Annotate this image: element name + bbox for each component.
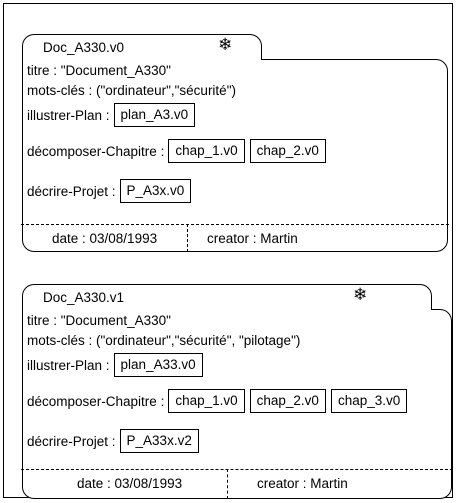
chapitre-ref: chap_1.v0	[168, 139, 245, 163]
illustrer-plan-label: illustrer-Plan :	[27, 107, 110, 123]
chapitre-ref: chap_2.v0	[249, 139, 326, 163]
footer-separator	[227, 469, 228, 499]
footer-divider	[21, 224, 449, 225]
document-content-v0: titre : "Document_A330" mots-clés : ("or…	[21, 59, 449, 252]
projet-ref: P_A3x.v0	[119, 179, 192, 203]
titre-attribute: titre : "Document_A330"	[27, 63, 171, 78]
mots-cles-attribute: mots-clés : ("ordinateur","sécurité")	[27, 83, 236, 98]
decrire-projet-label: décrire-Projet :	[27, 183, 116, 199]
chapitre-ref: chap_1.v0	[168, 389, 245, 413]
decrire-projet-label: décrire-Projet :	[27, 433, 116, 449]
illustrer-plan-row: illustrer-Plan : plan_A33.v0	[27, 353, 208, 377]
decomposer-chapitre-label: décomposer-Chapitre :	[27, 393, 165, 409]
footer-separator	[187, 224, 188, 252]
mots-cles-attribute: mots-clés : ("ordinateur","sécurité", "p…	[27, 333, 301, 348]
snowflake-icon: ❄	[353, 285, 368, 304]
titre-attribute: titre : "Document_A330"	[27, 313, 171, 328]
illustrer-plan-row: illustrer-Plan : plan_A3.v0	[27, 103, 200, 127]
document-content-v1: titre : "Document_A330" mots-clés : ("or…	[21, 309, 453, 499]
decomposer-chapitre-row: décomposer-Chapitre : chap_1.v0 chap_2.v…	[27, 139, 331, 163]
creator-field: creator : Martin	[257, 476, 348, 491]
plan-ref: plan_A33.v0	[113, 353, 203, 377]
date-field: date : 03/08/1993	[77, 476, 183, 491]
chapitre-ref: chap_2.v0	[249, 389, 326, 413]
projet-ref: P_A33x.v2	[119, 429, 199, 453]
snowflake-icon: ❄	[218, 35, 233, 54]
creator-field: creator : Martin	[207, 231, 298, 246]
diagram-frame: Doc_A330.v0 ❄ titre : "Document_A330" mo…	[3, 3, 453, 499]
footer-divider	[21, 469, 453, 470]
decrire-projet-row: décrire-Projet : P_A3x.v0	[27, 179, 196, 203]
document-tab-v0: Doc_A330.v0 ❄	[22, 34, 262, 60]
decomposer-chapitre-row: décomposer-Chapitre : chap_1.v0 chap_2.v…	[27, 389, 412, 413]
decrire-projet-row: décrire-Projet : P_A33x.v2	[27, 429, 204, 453]
plan-ref: plan_A3.v0	[113, 103, 196, 127]
document-tab-v1: Doc_A330.v1 ❄	[22, 284, 432, 310]
document-name: Doc_A330.v1	[43, 290, 125, 305]
illustrer-plan-label: illustrer-Plan :	[27, 357, 110, 373]
document-name: Doc_A330.v0	[43, 40, 125, 55]
date-field: date : 03/08/1993	[52, 231, 158, 246]
decomposer-chapitre-label: décomposer-Chapitre :	[27, 143, 165, 159]
chapitre-ref: chap_3.v0	[330, 389, 408, 413]
